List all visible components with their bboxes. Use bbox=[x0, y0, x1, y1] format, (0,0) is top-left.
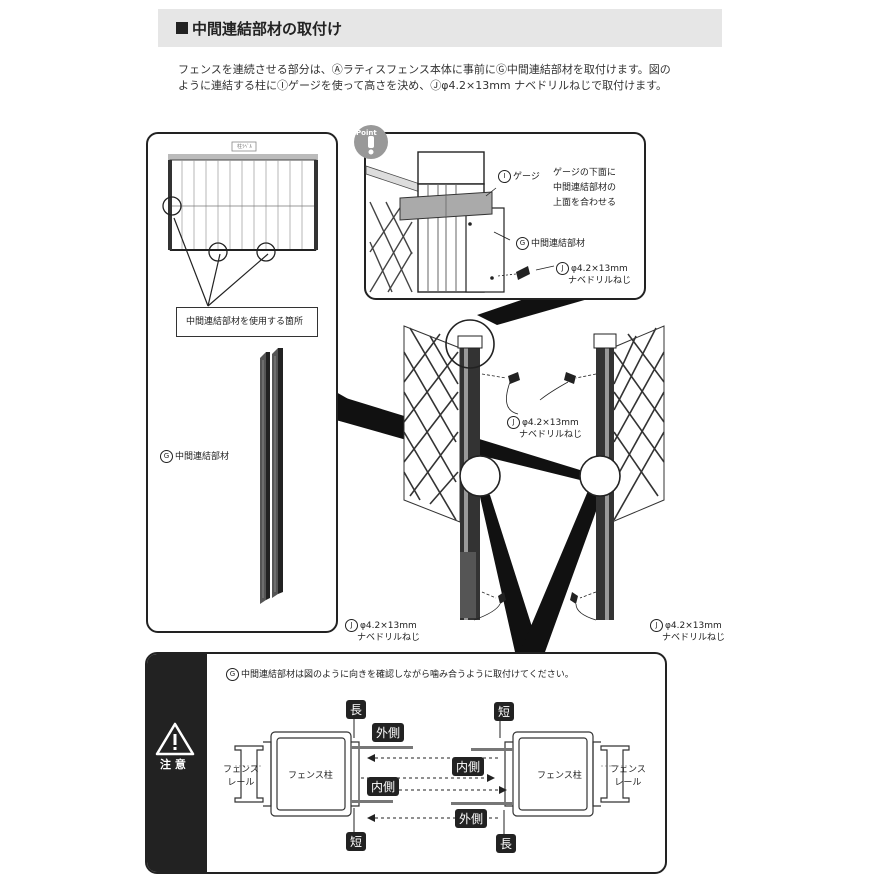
caution-heading: 注 意 bbox=[160, 758, 186, 771]
warning-icon bbox=[155, 722, 195, 756]
gauge-note: ゲージの下面に 中間連結部材の 上面を合わせる bbox=[553, 168, 617, 208]
letter-j-icon: J bbox=[556, 262, 569, 275]
connector-part-figure bbox=[260, 348, 283, 604]
usage-location-box: 中間連結部材を使用する箇所 bbox=[176, 307, 318, 337]
main-fence-diagram bbox=[403, 319, 665, 621]
post-label-right: フェンス柱 bbox=[537, 771, 582, 781]
inner-tag-left: 内側 bbox=[367, 777, 400, 796]
outer-tag-bottom: 外側 bbox=[455, 809, 488, 828]
point-detail-figure bbox=[365, 151, 555, 293]
overview-post-label: 柱ﾗﾍﾞﾙ bbox=[237, 144, 253, 150]
caution-sidebar bbox=[147, 654, 207, 872]
outer-tag-top: 外側 bbox=[372, 723, 405, 742]
intro-text: フェンスを連続させる部分は、Ⓐラティスフェンス本体に事前にⒼ中間連結部材を取付け… bbox=[178, 62, 718, 94]
rail-label-left: フェンスレール bbox=[223, 765, 259, 788]
intro-line-2: ように連結する柱にⒾゲージを使って高さを決め、Ⓙφ4.2×13mm ナベドリルね… bbox=[178, 79, 668, 92]
letter-j-icon: J bbox=[345, 619, 358, 632]
usage-location-label: 中間連結部材を使用する箇所 bbox=[186, 317, 304, 327]
intro-line-1: フェンスを連続させる部分は、Ⓐラティスフェンス本体に事前にⒼ中間連結部材を取付け… bbox=[178, 63, 671, 76]
letter-g-icon: G bbox=[226, 668, 239, 681]
letter-i-icon: I bbox=[498, 170, 511, 183]
point-badge-icon bbox=[354, 125, 388, 159]
letter-g-icon: G bbox=[516, 237, 529, 250]
cross-section-diagram bbox=[234, 731, 630, 822]
page-title: 中間連結部材の取付け bbox=[192, 20, 343, 38]
section-title-bar: 中間連結部材の取付け bbox=[158, 9, 722, 47]
inner-tag-right: 内側 bbox=[452, 757, 485, 776]
pointer-lines bbox=[173, 217, 269, 307]
long-tag-bottom: 長 bbox=[496, 834, 517, 853]
fence-overview-figure bbox=[162, 141, 318, 262]
post-label-left: フェンス柱 bbox=[288, 771, 333, 781]
letter-g-icon: G bbox=[160, 450, 173, 463]
rail-label-right: フェンスレール bbox=[610, 765, 646, 788]
long-tag-top: 長 bbox=[346, 700, 367, 719]
short-tag-top: 短 bbox=[494, 702, 515, 721]
point-badge-text: Point bbox=[356, 129, 377, 137]
letter-j-icon: J bbox=[650, 619, 663, 632]
short-tag-bottom: 短 bbox=[346, 832, 367, 851]
tag-leader-lines bbox=[353, 716, 505, 834]
square-bullet-icon bbox=[176, 22, 188, 34]
caution-panel bbox=[145, 652, 667, 874]
letter-j-icon: J bbox=[507, 416, 520, 429]
